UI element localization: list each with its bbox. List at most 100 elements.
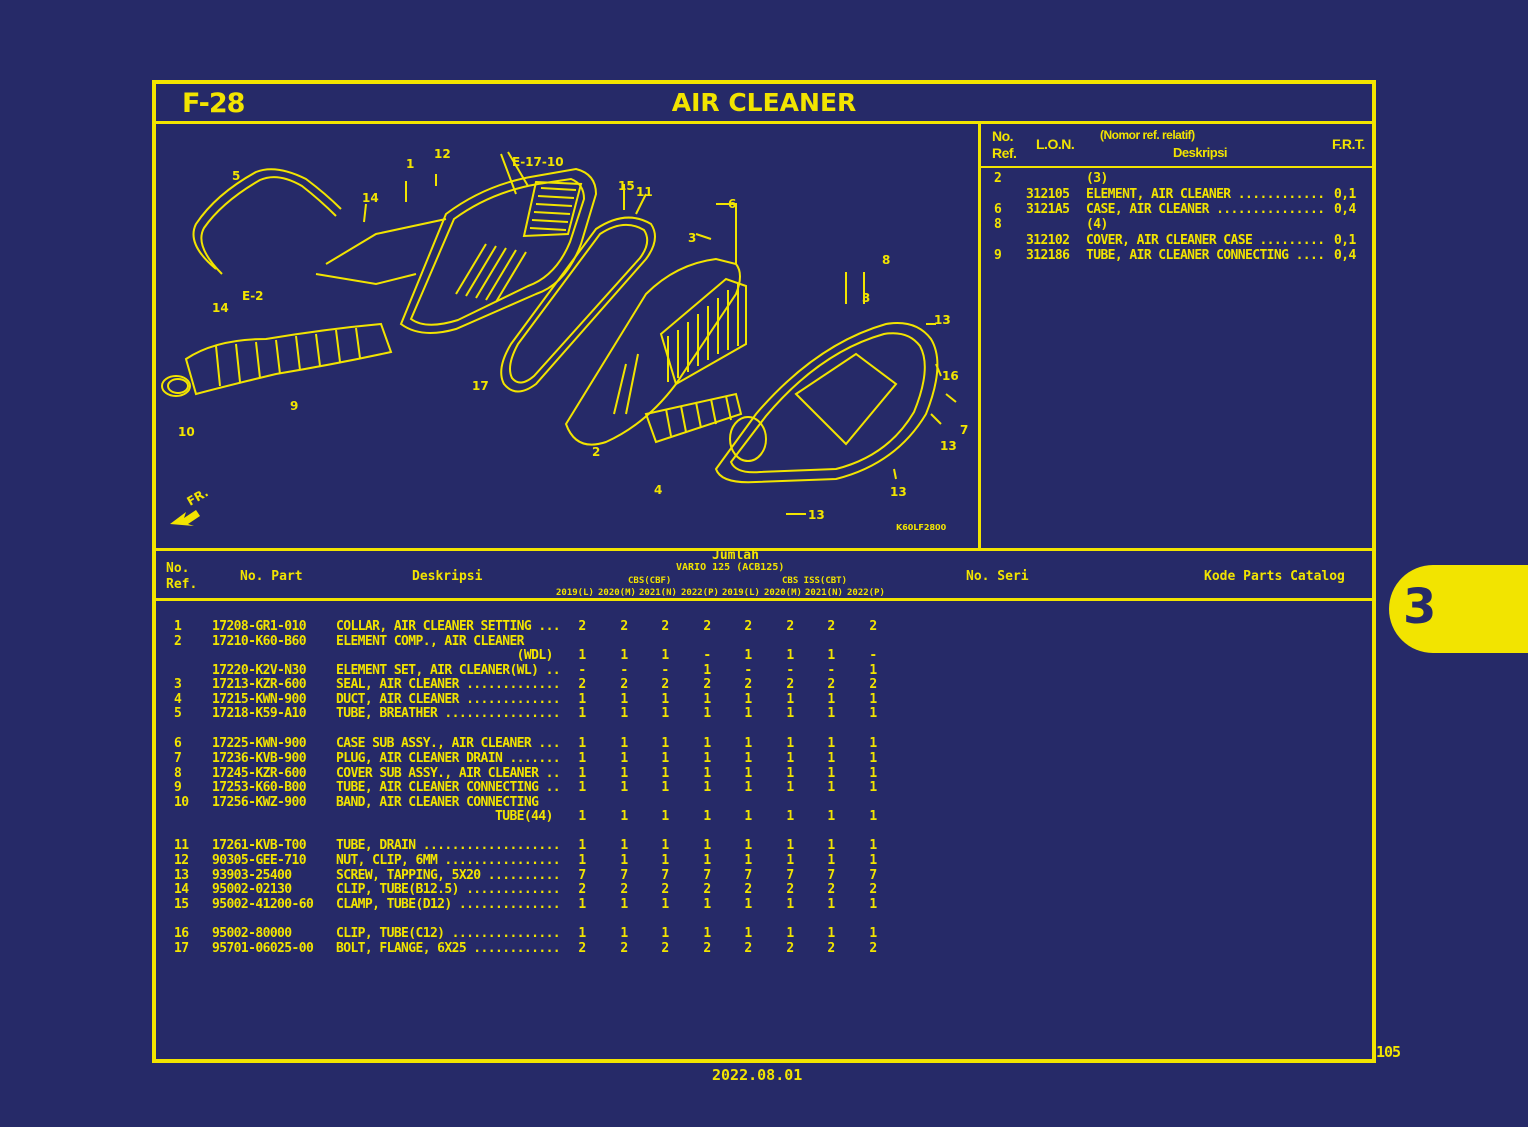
- row-qty: 1: [744, 736, 752, 751]
- row-qty: 1: [786, 853, 794, 868]
- col-head-no: No.: [166, 561, 190, 576]
- row-qty: 2: [869, 619, 877, 634]
- row-ref: 8: [174, 766, 182, 781]
- callout-15: 15: [618, 179, 635, 193]
- callout-10: 10: [178, 425, 195, 439]
- row-qty: 1: [578, 766, 586, 781]
- row-qty: 1: [661, 926, 669, 941]
- row-qty: 1: [869, 751, 877, 766]
- page-number: 105: [1376, 1043, 1401, 1061]
- row-qty: 1: [869, 809, 877, 824]
- lon-head-ref: Ref.: [992, 145, 1017, 161]
- row-qty: 1: [744, 897, 752, 912]
- row-qty: 1: [703, 897, 711, 912]
- row-part-number: 95002-02130: [212, 882, 292, 897]
- row-part-number: 93903-25400: [212, 868, 292, 883]
- row-qty: 1: [620, 736, 628, 751]
- row-qty: 1: [786, 736, 794, 751]
- row-qty: 1: [869, 692, 877, 707]
- row-description: SCREW, TAPPING, 5X20 ..........: [336, 868, 561, 883]
- row-qty: 1: [703, 838, 711, 853]
- row-description: PLUG, AIR CLEANER DRAIN .......: [336, 751, 561, 766]
- row-qty: 1: [744, 648, 752, 663]
- col-head-cbs: CBS(CBF): [628, 576, 672, 586]
- row-qty: 1: [578, 926, 586, 941]
- callout-3b: 3: [862, 291, 870, 305]
- lon-desc: COVER, AIR CLEANER CASE .........: [1086, 233, 1325, 248]
- row-qty: 2: [786, 677, 794, 692]
- table-header-bottom-line: [156, 598, 1372, 601]
- row-part-number: 17215-KWN-900: [212, 692, 307, 707]
- callout-7: 7: [960, 423, 968, 437]
- row-qty: 1: [703, 926, 711, 941]
- row-description: CLIP, TUBE(B12.5) .............: [336, 882, 561, 897]
- row-qty: 1: [869, 663, 877, 678]
- row-qty: 1: [578, 853, 586, 868]
- row-qty: 2: [578, 941, 586, 956]
- lon-frt: 0,1: [1334, 187, 1356, 202]
- row-qty: 2: [661, 677, 669, 692]
- row-qty: 7: [827, 868, 835, 883]
- callout-6: 6: [728, 197, 736, 211]
- row-description: TUBE, AIR CLEANER CONNECTING ..: [336, 780, 561, 795]
- row-qty: 1: [703, 853, 711, 868]
- row-qty: -: [578, 663, 586, 678]
- row-qty: 2: [744, 677, 752, 692]
- row-qty: 1: [869, 897, 877, 912]
- row-qty: 2: [620, 941, 628, 956]
- row-description: CASE SUB ASSY., AIR CLEANER ...: [336, 736, 561, 751]
- table-header-top-line: [156, 548, 1372, 551]
- row-part-number: 17256-KWZ-900: [212, 795, 307, 810]
- callout-2: 2: [592, 445, 600, 459]
- catalog-page-frame: F-28 AIR CLEANER: [152, 80, 1376, 1063]
- row-qty: 1: [661, 736, 669, 751]
- lon-head-relative: (Nomor ref. relatif): [1100, 128, 1195, 142]
- row-qty: 2: [786, 882, 794, 897]
- row-qty: 1: [744, 838, 752, 853]
- row-description: COLLAR, AIR CLEANER SETTING ...: [336, 619, 561, 634]
- row-part-number: 17225-KWN-900: [212, 736, 307, 751]
- year-head: 2019(L): [556, 588, 594, 598]
- row-qty: 2: [744, 882, 752, 897]
- row-qty: -: [661, 663, 669, 678]
- row-qty: 1: [578, 692, 586, 707]
- callout-3: 3: [688, 231, 696, 245]
- lon-head-desc: Deskripsi: [1173, 145, 1228, 160]
- lon-desc: CASE, AIR CLEANER ...............: [1086, 202, 1325, 217]
- front-arrow-icon: [170, 510, 200, 526]
- row-qty: 1: [620, 809, 628, 824]
- callout-4: 4: [654, 483, 662, 497]
- callout-e-17-10: E-17-10: [512, 155, 564, 169]
- row-qty: 2: [786, 619, 794, 634]
- row-qty: 1: [620, 751, 628, 766]
- row-qty: 7: [786, 868, 794, 883]
- table-row: 6 17225-KWN-900 CASE SUB ASSY., AIR CLEANE…: [156, 737, 1372, 751]
- row-qty: 1: [620, 897, 628, 912]
- row-qty: 7: [620, 868, 628, 883]
- row-qty: 1: [869, 853, 877, 868]
- row-qty: 1: [744, 809, 752, 824]
- row-qty: 1: [827, 926, 835, 941]
- row-part-number: 17208-GR1-010: [212, 619, 307, 634]
- row-qty: 1: [827, 897, 835, 912]
- row-description: COVER SUB ASSY., AIR CLEANER ..: [336, 766, 561, 781]
- col-head-desc: Deskripsi: [412, 569, 483, 584]
- row-qty: 1: [703, 766, 711, 781]
- section-code: F-28: [182, 88, 245, 119]
- row-qty: 1: [703, 706, 711, 721]
- row-qty: 1: [744, 780, 752, 795]
- row-part-number: 17245-KZR-600: [212, 766, 307, 781]
- row-qty: 1: [703, 780, 711, 795]
- section-tab[interactable]: 3: [1389, 565, 1528, 653]
- row-qty: 2: [578, 882, 586, 897]
- lon-ref: 8: [994, 217, 1002, 232]
- row-qty: 1: [744, 766, 752, 781]
- row-qty: 2: [703, 619, 711, 634]
- row-qty: 1: [661, 897, 669, 912]
- row-ref: 6: [174, 736, 182, 751]
